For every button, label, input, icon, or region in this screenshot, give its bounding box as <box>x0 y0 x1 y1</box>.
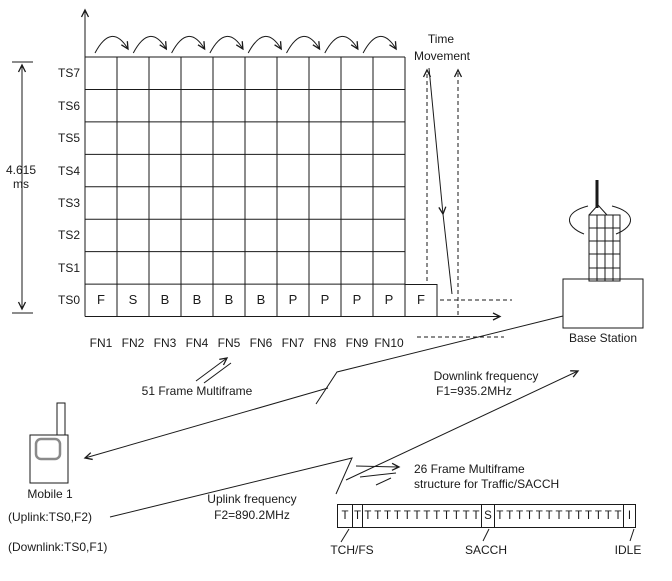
ts0-burst-letter: F <box>97 292 105 308</box>
downlink-frequency-value: F1=935.2MHz <box>436 384 512 398</box>
ts0-burst-letter: P <box>384 292 394 308</box>
strip-letter: S <box>484 510 492 522</box>
ts0-burst-letter: B <box>224 292 234 308</box>
time-movement-label-line1: Time <box>427 32 455 46</box>
strip-letter: T <box>555 510 563 522</box>
ts0-burst-letter: P <box>352 292 362 308</box>
strip-letter: T <box>496 510 504 522</box>
strip-letter: T <box>393 510 401 522</box>
overflow-burst-cell <box>404 284 438 317</box>
strip-letter: T <box>525 510 533 522</box>
timeslot-label: TS2 <box>57 228 80 243</box>
timeslot-label: TS7 <box>57 66 80 81</box>
strip-letter: T <box>565 510 573 522</box>
strip-letter: T <box>353 510 362 522</box>
overflow-burst-letter: F <box>417 292 425 308</box>
time-movement-arrows <box>417 67 512 338</box>
frame-number-label: FN1 <box>89 336 113 350</box>
multiframe26-pointer-arrow <box>355 462 401 486</box>
frame-number-label: FN3 <box>153 336 177 350</box>
timeslot-label: TS6 <box>57 98 80 113</box>
frame-number-label: FN5 <box>217 336 241 350</box>
time-movement-label-line2: Movement <box>413 49 471 63</box>
strip-letter: T <box>516 510 524 522</box>
mobile-downlink-note: (Downlink:TS0,F1) <box>8 540 108 554</box>
strip-cell: I <box>623 504 636 528</box>
strip-letter: I <box>627 510 632 522</box>
strip-letter: T <box>452 510 460 522</box>
multiframe51-label: 51 Frame Multiframe <box>141 384 253 398</box>
strip-cell: T <box>337 504 353 528</box>
frame-number-label: FN2 <box>121 336 145 350</box>
frame-number-label: FN8 <box>313 336 337 350</box>
strip-letter: T <box>413 510 421 522</box>
timeslot-label: TS4 <box>57 163 80 178</box>
strip-letter: T <box>585 510 593 522</box>
strip-letter: T <box>604 510 612 522</box>
ts0-burst-letter: P <box>288 292 298 308</box>
duration-bracket <box>12 61 33 314</box>
strip-cell: S <box>481 504 495 528</box>
frame-number-label: FN9 <box>345 336 369 350</box>
base-station-label: Base Station <box>568 331 638 345</box>
strip-letter: T <box>364 510 372 522</box>
timeslot-label: TS5 <box>57 131 80 146</box>
timeslot-hop-arcs <box>94 36 397 54</box>
downlink-frequency-label: Downlink frequency <box>433 369 539 383</box>
multiframe26-label-line2: structure for Traffic/SACCH <box>414 477 560 491</box>
multiframe26-label-line1: 26 Frame Multiframe <box>414 462 525 476</box>
strip-letter: T <box>472 510 480 522</box>
uplink-frequency-label: Uplink frequency <box>207 492 297 506</box>
frame-number-label: FN10 <box>374 336 404 350</box>
uplink-arrow <box>109 370 580 518</box>
mobile-phone-icon <box>29 402 69 484</box>
ts0-burst-letter: S <box>128 292 138 308</box>
frame-number-label: FN7 <box>281 336 305 350</box>
frame-number-label: FN6 <box>249 336 273 350</box>
strip-letter: T <box>403 510 411 522</box>
strip-letter: T <box>433 510 441 522</box>
ts0-burst-letter: B <box>256 292 266 308</box>
mobile-label: Mobile 1 <box>27 487 73 501</box>
strip-letter: T <box>594 510 602 522</box>
strip-letter: T <box>341 510 349 522</box>
strip-letter: T <box>443 510 451 522</box>
frame-number-label: FN4 <box>185 336 209 350</box>
timeslot-label: TS1 <box>57 260 80 275</box>
ts0-burst-letter: B <box>160 292 170 308</box>
multiframe51-pointer-arrow <box>195 357 232 384</box>
duration-value: 4.615 <box>5 163 37 177</box>
sacch-label: SACCH <box>464 543 508 557</box>
duration-unit: ms <box>13 177 29 191</box>
uplink-frequency-value: F2=890.2MHz <box>214 508 290 522</box>
strip-letter: T <box>384 510 392 522</box>
downlink-arrow <box>83 315 564 461</box>
timeslot-label: TS0 <box>57 293 80 308</box>
strip-letter: T <box>575 510 583 522</box>
strip-letter: T <box>423 510 431 522</box>
ts0-burst-letter: B <box>192 292 202 308</box>
strip-letter: T <box>614 510 622 522</box>
strip-label-ticks <box>340 528 635 543</box>
timeslot-label: TS3 <box>57 195 80 210</box>
strip-letter: T <box>535 510 543 522</box>
tdma-grid-lines <box>84 56 406 317</box>
strip-letter: T <box>374 510 382 522</box>
base-station-icon <box>562 180 644 329</box>
mobile-uplink-note: (Uplink:TS0,F2) <box>8 510 93 524</box>
tch-fs-label: TCH/FS <box>330 543 374 557</box>
strip-letter: T <box>462 510 470 522</box>
idle-label: IDLE <box>614 543 642 557</box>
strip-letter: T <box>506 510 514 522</box>
ts0-burst-letter: P <box>320 292 330 308</box>
strip-letter: T <box>545 510 553 522</box>
